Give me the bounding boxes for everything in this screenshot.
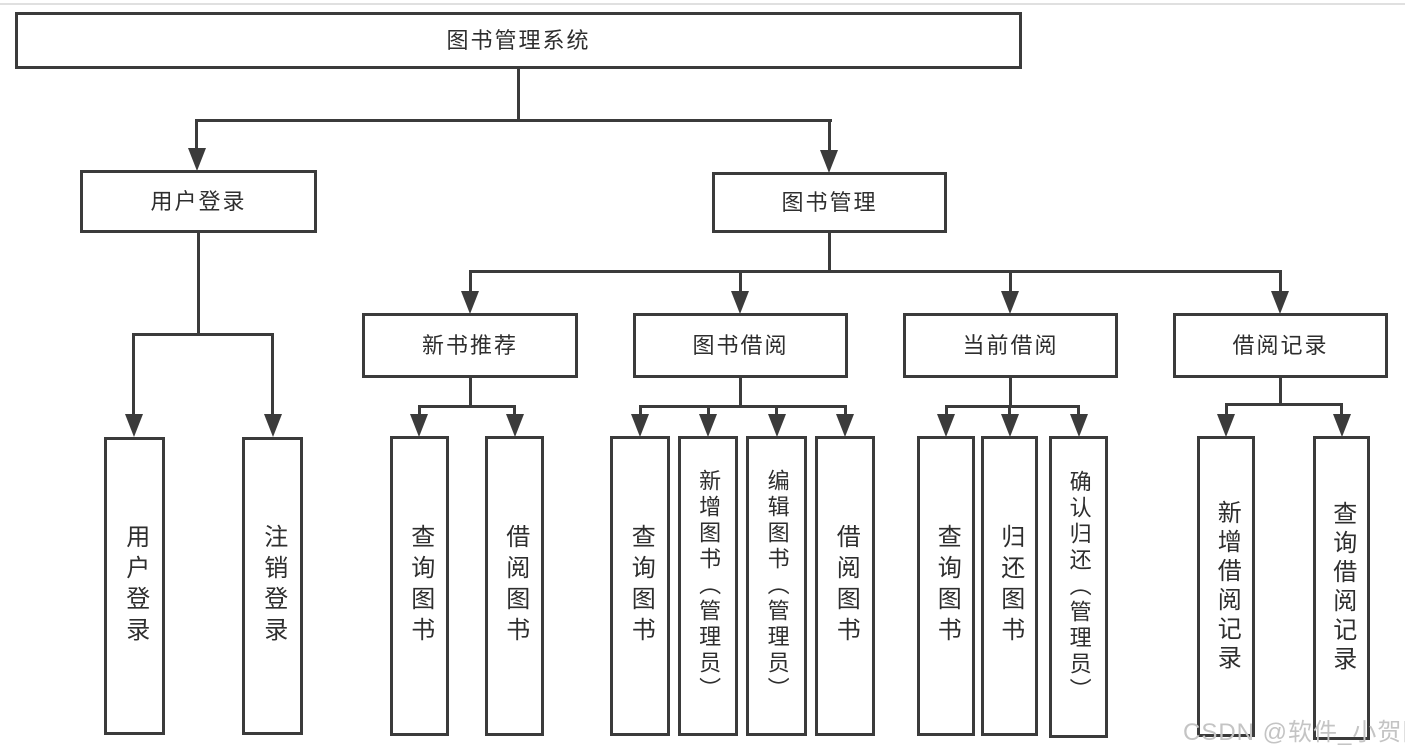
connector-shaft-leaf — [1008, 405, 1011, 416]
node-book-management: 图书管理 — [712, 172, 947, 233]
leaf-borrow-books-newbooks-label: 借阅图书 — [501, 524, 529, 648]
connector-shaft-leaf — [775, 405, 778, 416]
leaf-edit-books-admin-label: 编辑图书（管理员） — [764, 469, 790, 703]
csdn-watermark: CSDN @软件_小贺同学 — [1183, 719, 1405, 746]
connector-book-management-branch — [469, 270, 1281, 273]
arrow-down-icon — [731, 291, 749, 314]
arrow-down-icon — [937, 414, 955, 437]
arrow-down-icon — [506, 414, 524, 437]
node-current-borrowing: 当前借阅 — [903, 313, 1118, 378]
leaf-borrow-books-newbooks: 借阅图书 — [485, 436, 544, 736]
arrow-down-icon — [768, 414, 786, 437]
leaf-query-books-borrowing: 查询图书 — [610, 436, 670, 736]
connector-user-login-branch — [133, 333, 274, 336]
leaf-borrow-books-borrowing: 借阅图书 — [815, 436, 875, 736]
connector-new-books-stem — [469, 378, 472, 408]
connector-borrowing-records-branch — [1225, 403, 1343, 406]
node-new-book-recommendation: 新书推荐 — [362, 313, 578, 378]
arrow-down-icon — [410, 414, 428, 437]
arrow-down-icon — [1001, 414, 1019, 437]
leaf-add-borrow-record: 新增借阅记录 — [1197, 436, 1255, 737]
connector-user-login-stem — [197, 233, 200, 336]
leaf-edit-books-admin: 编辑图书（管理员） — [746, 436, 807, 736]
arrow-down-icon — [820, 150, 838, 173]
connector-current-borrowing-stem — [1009, 378, 1012, 408]
node-library-system: 图书管理系统 — [15, 12, 1022, 69]
connector-shaft-leaf — [639, 405, 642, 416]
connector-shaft-leaf — [132, 333, 135, 415]
node-borrowing-records: 借阅记录 — [1173, 313, 1388, 378]
leaf-logout-label: 注销登录 — [259, 524, 287, 648]
leaf-query-books-current-label: 查询图书 — [933, 524, 961, 648]
leaf-return-books-label: 归还图书 — [996, 524, 1024, 648]
node-new-book-recommendation-label: 新书推荐 — [421, 332, 518, 358]
leaf-add-borrow-record-label: 新增借阅记录 — [1213, 499, 1241, 674]
arrow-down-icon — [631, 414, 649, 437]
leaf-query-books-current: 查询图书 — [917, 436, 975, 736]
connector-root-branch — [196, 119, 832, 122]
arrow-down-icon — [1333, 414, 1351, 437]
leaf-add-books-admin-label: 新增图书（管理员） — [696, 469, 722, 703]
node-library-system-label: 图书管理系统 — [446, 27, 591, 53]
leaf-query-borrow-record: 查询借阅记录 — [1313, 436, 1370, 740]
top-edge-divider — [0, 3, 1405, 5]
connector-shaft-borrowing-records — [1279, 270, 1282, 293]
node-book-management-label: 图书管理 — [781, 189, 878, 215]
leaf-query-books-newbooks-label: 查询图书 — [406, 524, 434, 648]
leaf-add-books-admin: 新增图书（管理员） — [678, 436, 738, 736]
leaf-confirm-return-admin: 确认归还（管理员） — [1049, 436, 1108, 738]
connector-shaft-leaf — [844, 405, 847, 416]
connector-book-borrowing-branch — [639, 405, 846, 408]
leaf-logout: 注销登录 — [242, 437, 303, 735]
connector-shaft-book-borrowing — [739, 270, 742, 293]
leaf-user-login-label: 用户登录 — [121, 524, 149, 648]
leaf-query-books-borrowing-label: 查询图书 — [627, 524, 655, 648]
connector-shaft-book-management — [828, 119, 831, 153]
arrow-down-icon — [836, 414, 854, 437]
leaf-borrow-books-borrowing-label: 借阅图书 — [832, 524, 860, 648]
leaf-query-borrow-record-label: 查询借阅记录 — [1328, 501, 1356, 675]
connector-shaft-leaf — [945, 405, 948, 416]
connector-shaft-leaf — [271, 333, 274, 415]
connector-shaft-leaf — [418, 405, 421, 416]
connector-shaft-leaf — [1225, 403, 1228, 416]
arrow-down-icon — [1001, 291, 1019, 314]
arrow-down-icon — [1070, 414, 1088, 437]
connector-shaft-leaf — [707, 405, 710, 416]
leaf-return-books: 归还图书 — [981, 436, 1038, 736]
connector-shaft-new-books — [469, 270, 472, 293]
node-book-borrowing-label: 图书借阅 — [692, 332, 789, 358]
node-book-borrowing: 图书借阅 — [633, 313, 848, 378]
connector-book-borrowing-stem — [739, 378, 742, 408]
connector-book-management-stem — [828, 233, 831, 273]
node-borrowing-records-label: 借阅记录 — [1232, 332, 1329, 358]
connector-new-books-branch — [418, 405, 516, 408]
arrow-down-icon — [699, 414, 717, 437]
node-current-borrowing-label: 当前借阅 — [962, 332, 1059, 358]
connector-borrowing-records-stem — [1279, 378, 1282, 406]
node-user-login: 用户登录 — [80, 170, 317, 233]
connector-shaft-leaf — [513, 405, 516, 416]
arrow-down-icon — [1271, 291, 1289, 314]
leaf-confirm-return-admin-label: 确认归还（管理员） — [1066, 470, 1092, 704]
arrow-down-icon — [125, 414, 143, 437]
connector-root-trunk — [517, 68, 520, 121]
leaf-user-login: 用户登录 — [104, 437, 165, 735]
connector-shaft-leaf — [1340, 403, 1343, 416]
arrow-down-icon — [461, 291, 479, 314]
arrow-down-icon — [264, 414, 282, 437]
connector-shaft-leaf — [1077, 405, 1080, 416]
arrow-down-icon — [1217, 414, 1235, 437]
node-user-login-label: 用户登录 — [150, 188, 247, 214]
connector-current-borrowing-branch — [945, 405, 1080, 408]
connector-shaft-current-borrowing — [1009, 270, 1012, 293]
leaf-query-books-newbooks: 查询图书 — [390, 436, 449, 736]
connector-shaft-user-login — [195, 119, 198, 151]
arrow-down-icon — [188, 148, 206, 171]
